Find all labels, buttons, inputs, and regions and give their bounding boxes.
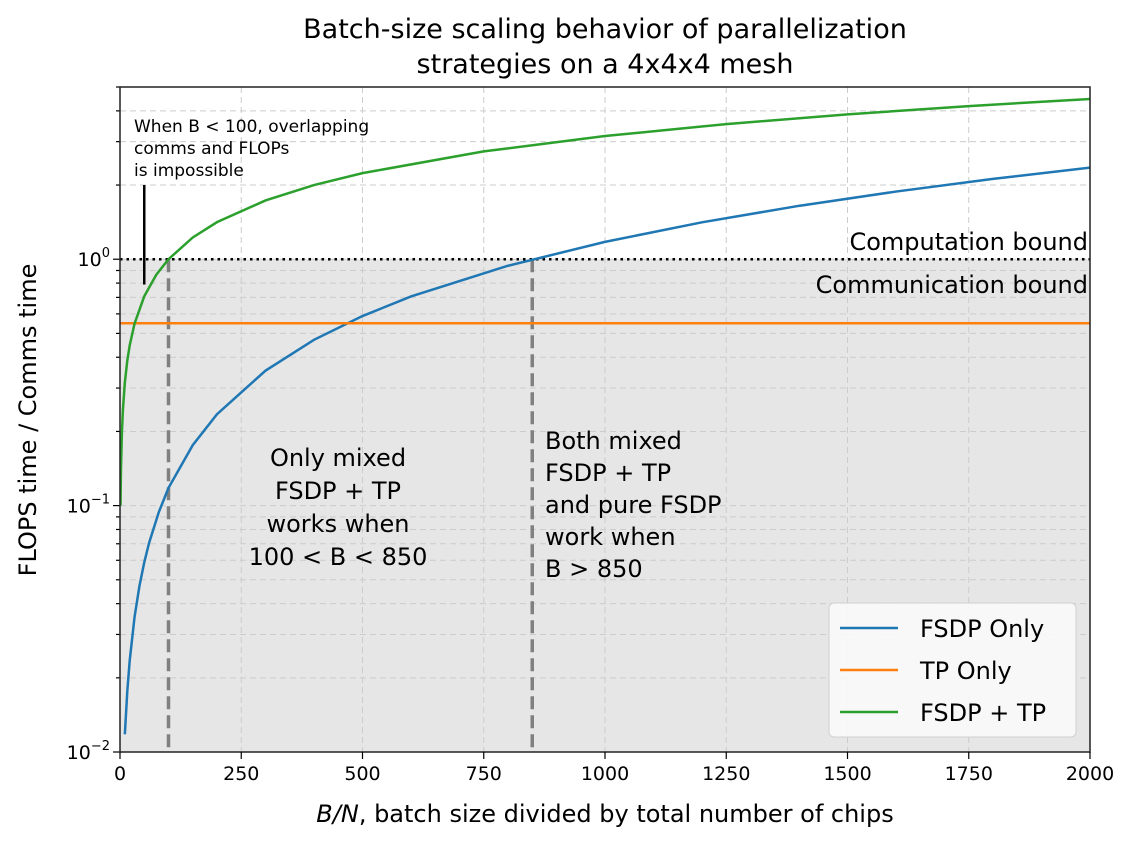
series-line-fsdp-tp: [120, 97, 1090, 506]
mixed-only-note-line: FSDP + TP: [275, 477, 401, 505]
x-tick-label: 1000: [581, 763, 629, 785]
chart-title: Batch-size scaling behavior of paralleli…: [303, 14, 907, 80]
computation-bound-label: Computation bound: [849, 228, 1088, 256]
x-tick-label: 0: [114, 763, 126, 785]
x-tick-label: 1500: [823, 763, 871, 785]
both-note-line: FSDP + TP: [545, 459, 671, 487]
x-tick-label: 2000: [1066, 763, 1114, 785]
mixed-only-note-line: works when: [266, 510, 409, 538]
y-tick-base: 10: [67, 496, 91, 518]
x-tick-label: 1750: [945, 763, 993, 785]
y-tick-base: 10: [67, 742, 91, 764]
y-tick-label: 100: [78, 246, 110, 271]
chart-title-line-2: strategies on a 4x4x4 mesh: [417, 49, 794, 80]
series-line-fsdp-only: [123, 166, 1090, 735]
y-tick-label: 10−1: [67, 493, 110, 518]
y-tick-exponent: −1: [91, 493, 110, 508]
x-tick-label: 750: [466, 763, 502, 785]
y-tick-exponent: −2: [91, 739, 110, 754]
both-note-line: Both mixed: [545, 427, 682, 455]
y-axis-label: FLOPS time / Comms time: [14, 264, 42, 577]
overlap-note-line: comms and FLOPs: [134, 139, 289, 159]
plot-content: [120, 87, 1090, 752]
legend-label: FSDP Only: [920, 615, 1044, 643]
x-tick-label: 1250: [702, 763, 750, 785]
legend-label: FSDP + TP: [920, 699, 1046, 727]
x-tick-label: 250: [223, 763, 259, 785]
y-tick-label: 10−2: [67, 739, 110, 764]
both-note-line: work when: [545, 523, 676, 551]
x-tick-label: 500: [344, 763, 380, 785]
chart-title-line-1: Batch-size scaling behavior of paralleli…: [303, 14, 907, 45]
legend-box: [828, 602, 1077, 738]
both-note-line: and pure FSDP: [545, 491, 722, 519]
communication-bound-label: Communication bound: [816, 271, 1088, 299]
y-tick-exponent: 0: [102, 246, 110, 261]
x-axis-label: B/N, batch size divided by total number …: [316, 800, 893, 828]
x-axis-label-italic: B/N: [316, 800, 359, 828]
overlap-note-line: When B < 100, overlapping: [134, 117, 369, 137]
mixed-only-note-line: 100 < B < 850: [249, 543, 428, 571]
overlap-note-line: is impossible: [134, 161, 244, 181]
mixed-only-note-line: Only mixed: [270, 444, 406, 472]
x-axis-label-rest: , batch size divided by total number of …: [359, 800, 894, 828]
legend-label: TP Only: [919, 657, 1012, 685]
y-tick-base: 10: [78, 249, 102, 271]
both-note-line: B > 850: [545, 555, 643, 583]
